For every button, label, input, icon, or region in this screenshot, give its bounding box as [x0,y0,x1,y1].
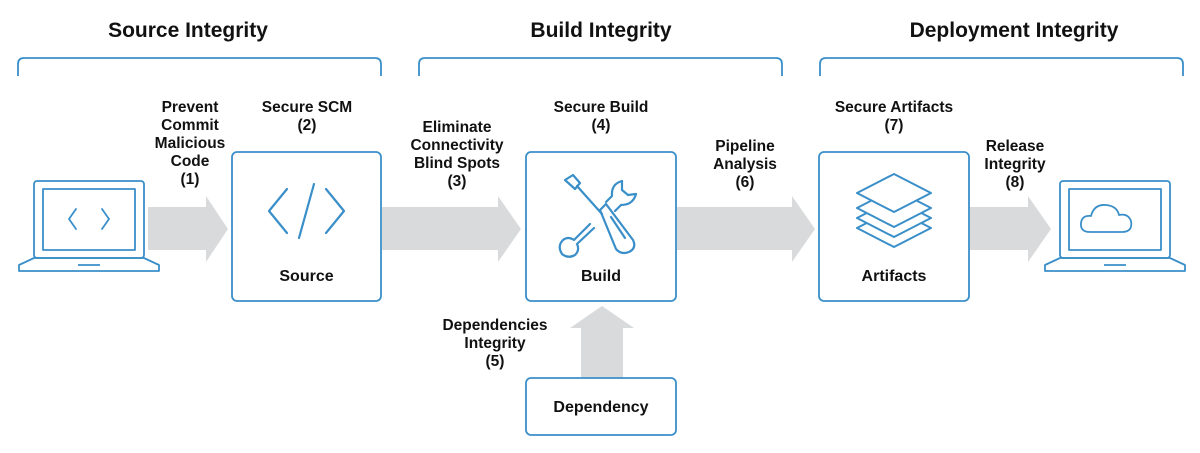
source-box [231,151,382,302]
deployment-integrity-bracket [819,57,1184,76]
step-5-label: Dependencies Integrity (5) [442,317,548,370]
layers-icon [856,173,932,248]
step-7-label: Secure Artifacts (7) [834,99,954,134]
dependency-box-label: Dependency [553,399,649,416]
dependency-box [525,377,677,436]
arrow-build-to-artifacts [677,196,815,262]
arrow-dependency-to-build [570,306,634,378]
build-box [525,151,677,302]
step-8-label: Release Integrity (8) [984,138,1046,191]
step-2-label: Secure SCM (2) [261,99,353,134]
build-integrity-bracket [418,57,783,76]
step-4-label: Secure Build (4) [553,99,649,134]
arrow-commit [148,196,228,262]
code-icon [267,182,346,240]
tools-icon [558,173,638,258]
source-box-label: Source [279,268,334,285]
laptop-cloud-icon [1044,180,1186,272]
step-3-label: Eliminate Connectivity Blind Spots (3) [410,119,504,190]
arrow-release [970,196,1051,262]
source-integrity-bracket [17,57,382,76]
step-6-label: Pipeline Analysis (6) [713,138,777,191]
laptop-code-icon [18,180,160,272]
step-1-label: Prevent Commit Malicious Code (1) [154,99,226,188]
section-title-deployment-integrity: Deployment Integrity [909,19,1119,42]
section-title-source-integrity: Source Integrity [108,19,268,42]
artifacts-box-label: Artifacts [861,268,927,285]
section-title-build-integrity: Build Integrity [530,19,672,42]
build-box-label: Build [581,268,621,285]
arrow-scm-to-build [382,196,521,262]
